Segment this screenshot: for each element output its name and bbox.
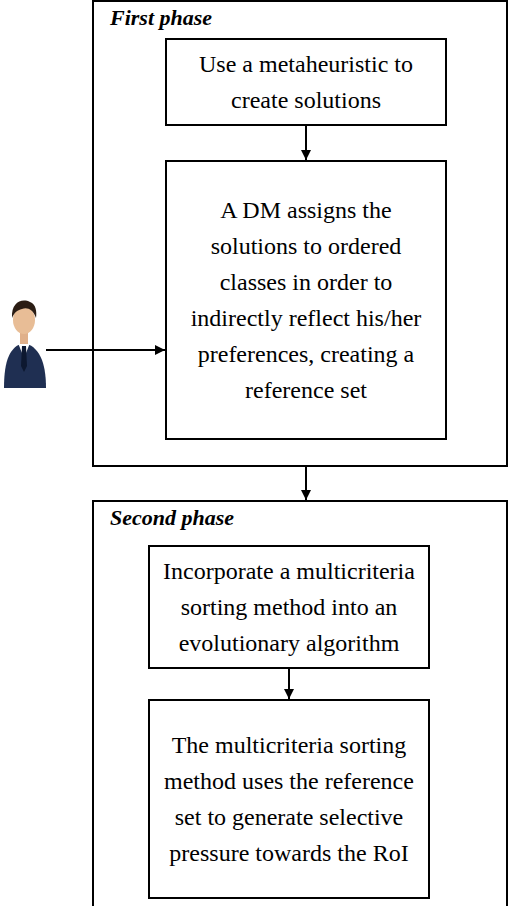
flow-arrow xyxy=(305,126,307,160)
phase-box: First phaseUse a metaheuristic to create… xyxy=(92,0,508,467)
phase-box: Second phaseIncorporate a multicriteria … xyxy=(92,500,508,906)
process-box: The multicriteria sorting method uses th… xyxy=(148,699,430,899)
process-box: A DM assigns the solutions to ordered cl… xyxy=(165,160,447,440)
process-box: Incorporate a multicriteria sorting meth… xyxy=(148,545,430,669)
flow-arrow xyxy=(305,467,307,500)
box-text: The multicriteria sorting method uses th… xyxy=(158,727,420,871)
box-text: Use a metaheuristic to create solutions xyxy=(175,46,437,118)
phase-heading: First phase xyxy=(94,2,506,32)
process-box: Use a metaheuristic to create solutions xyxy=(165,38,447,126)
flow-arrow xyxy=(288,669,290,699)
person-figure xyxy=(4,301,46,388)
input-arrow xyxy=(46,349,165,351)
box-text: A DM assigns the solutions to ordered cl… xyxy=(175,192,437,408)
phase-heading: Second phase xyxy=(94,502,506,532)
box-text: Incorporate a multicriteria sorting meth… xyxy=(158,553,420,661)
